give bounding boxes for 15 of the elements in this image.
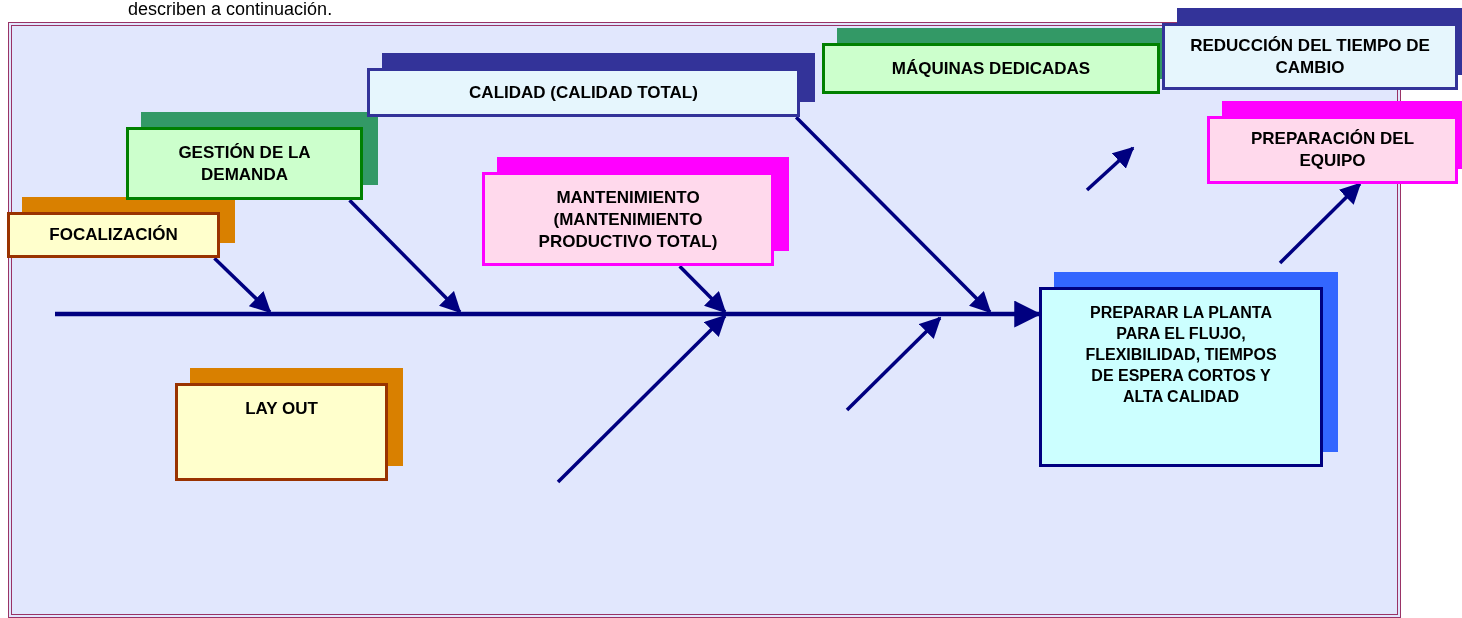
box-label: MÁQUINAS DEDICADAS: [891, 57, 1091, 80]
box-label: LAY OUT: [245, 398, 318, 420]
note-text: describen a continuación.: [128, 0, 333, 20]
box-label: CALIDAD (CALIDAD TOTAL): [469, 81, 698, 104]
arrow: [794, 116, 992, 314]
box-label: REDUCCIÓN DEL TIEMPO DE CAMBIO: [1189, 34, 1431, 79]
box-label: PREPARACIÓN DEL EQUIPO: [1249, 128, 1416, 172]
arrow: [1278, 182, 1362, 265]
arrow: [678, 264, 727, 314]
box-label: FOCALIZACIÓN: [49, 224, 178, 246]
box-label: PREPARAR LA PLANTA PARA EL FLUJO, FLEXIBILIDAD, TIEMPOS DE ESPERA CORTOS Y ALTA CALIDAD: [1084, 303, 1278, 407]
box-label: GESTIÓN DE LA DEMANDA: [177, 141, 312, 186]
arrow: [348, 199, 462, 314]
arrow: [213, 256, 272, 314]
box-label: MANTENIMIENTO (MANTENIMIENTO PRODUCTIVO TOTAL): [537, 187, 719, 253]
